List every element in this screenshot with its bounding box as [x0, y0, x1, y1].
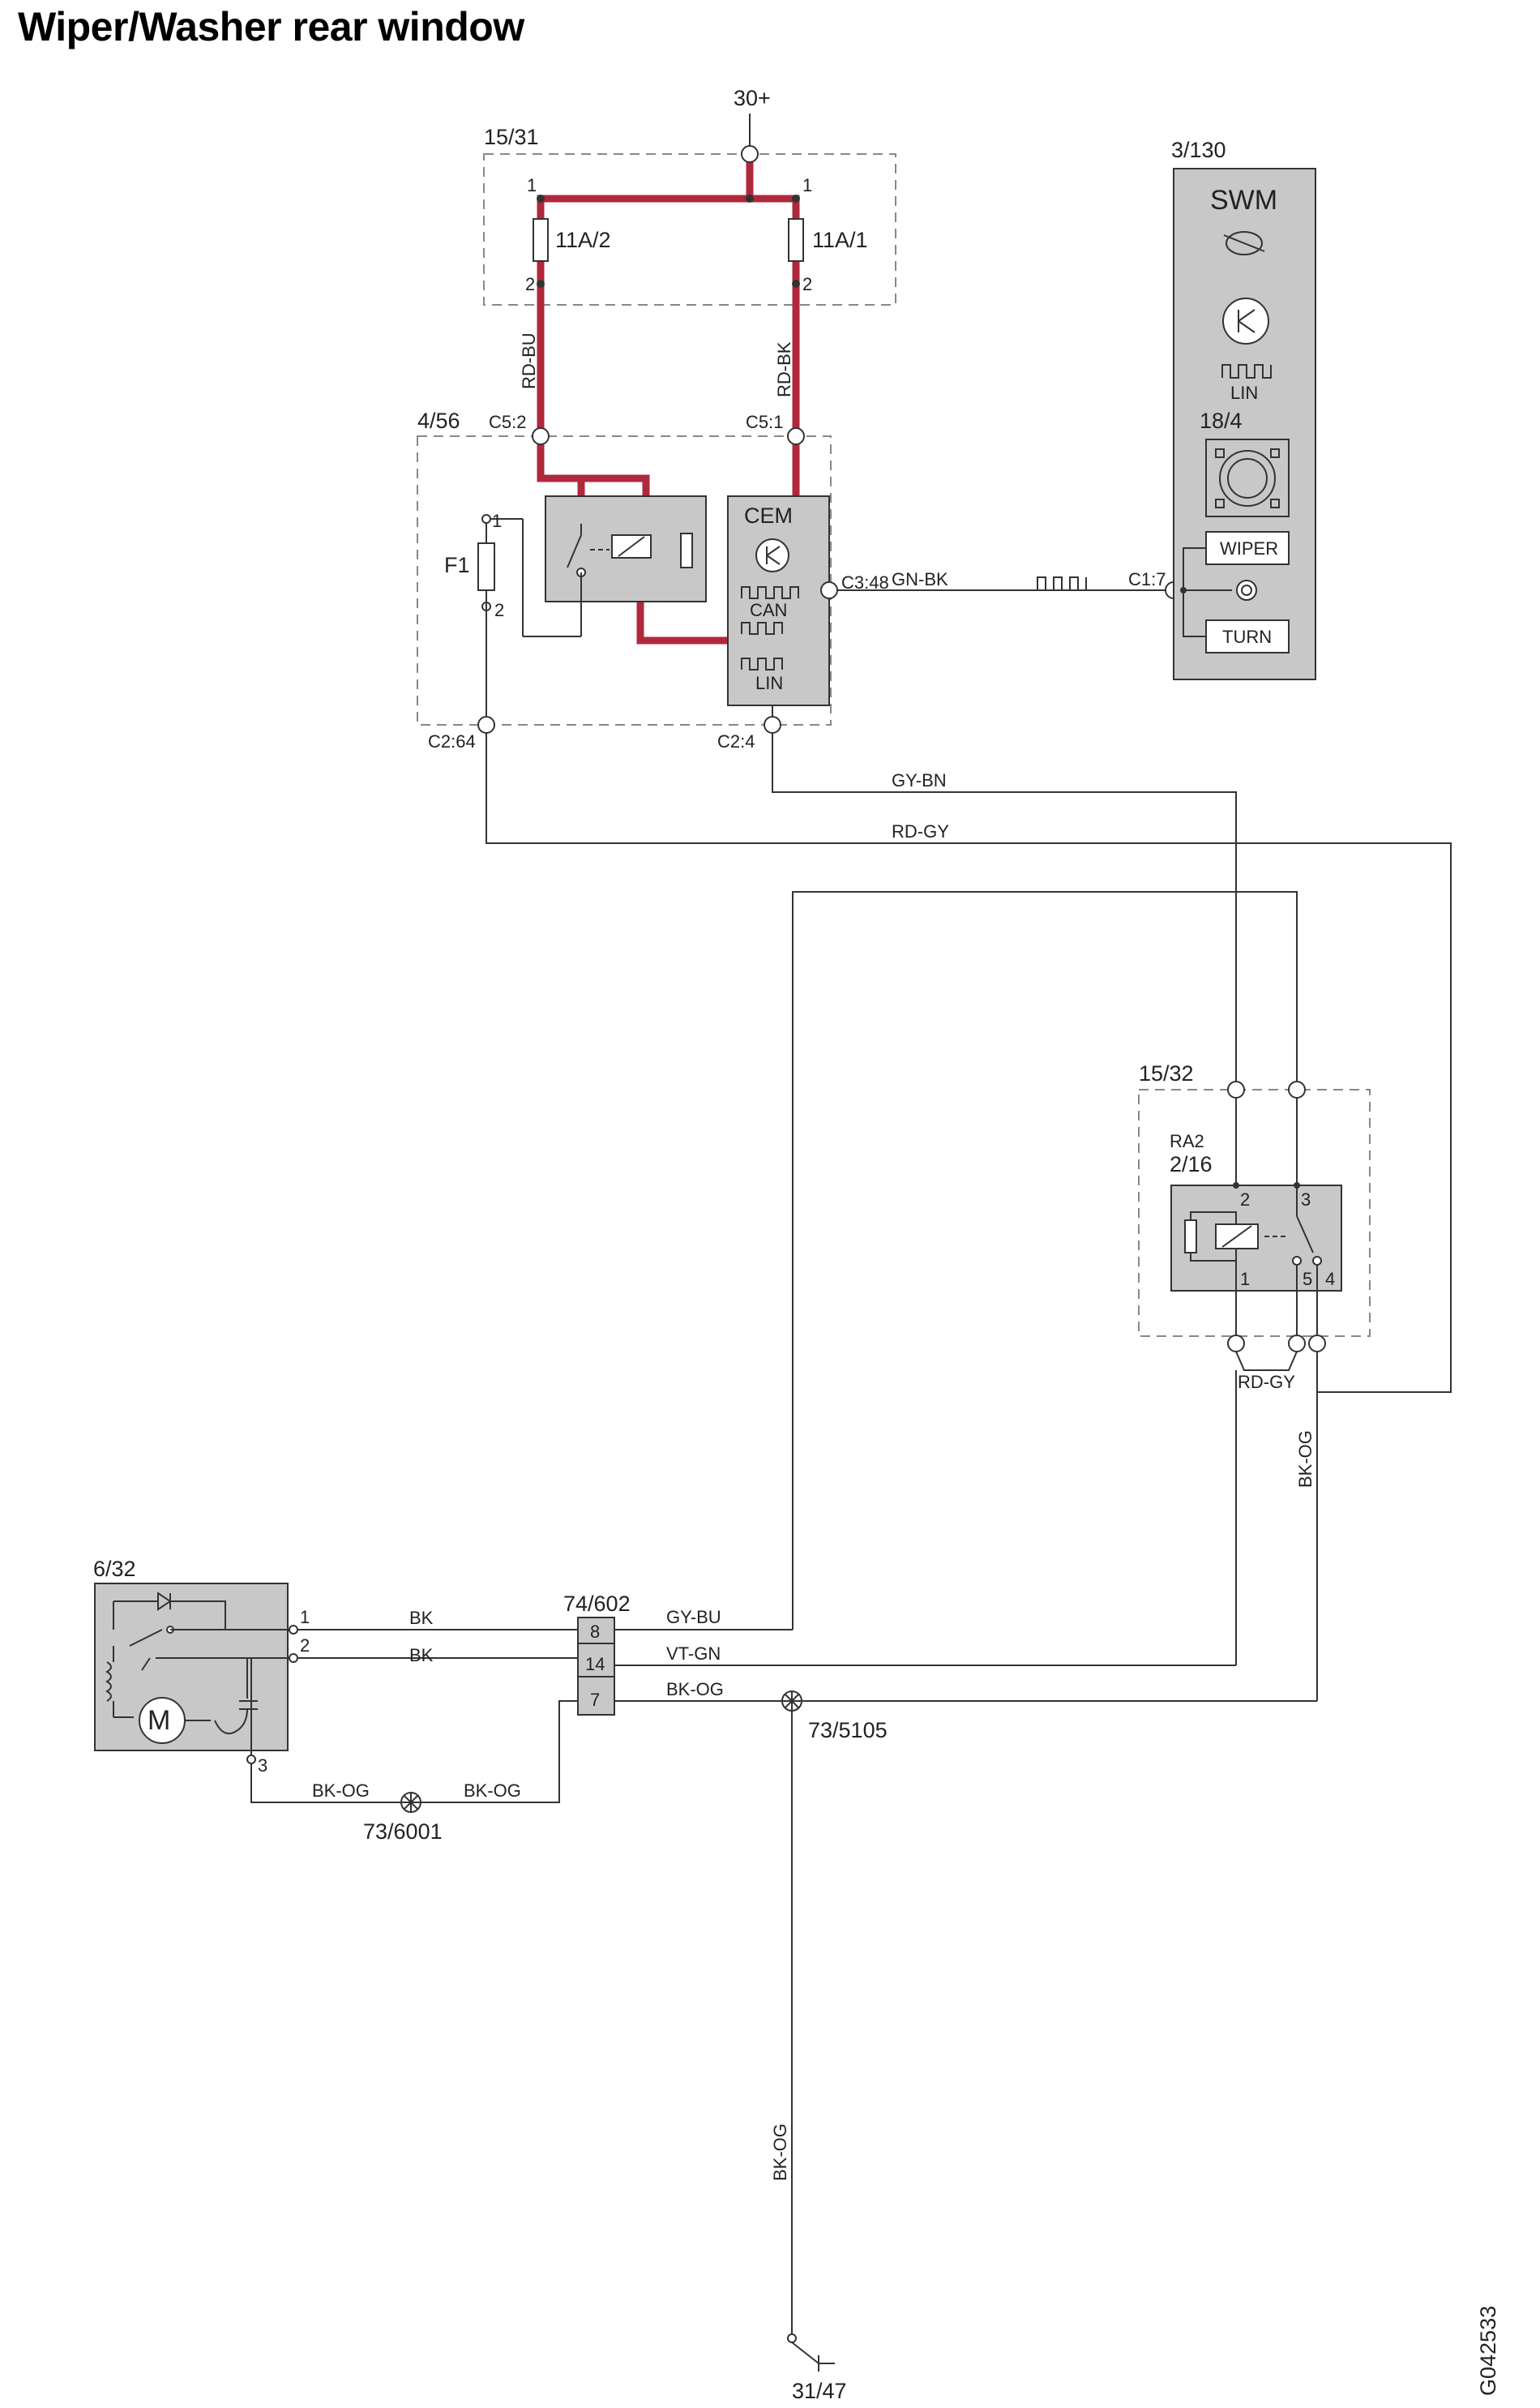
svg-text:3: 3	[1301, 1189, 1311, 1210]
svg-text:1: 1	[492, 511, 502, 531]
relay-box-boundary	[1138, 1089, 1371, 1337]
fuse-11a2	[533, 218, 549, 262]
cem-box-boundary	[417, 435, 832, 726]
motor-id: 6/32	[93, 1557, 136, 1581]
wire-vt-gn: VT-GN	[666, 1643, 721, 1664]
f1-label: F1	[444, 553, 470, 577]
relay-ra-label: RA2	[1170, 1131, 1204, 1151]
svg-text:4: 4	[1325, 1269, 1335, 1289]
relay-box-pin-in1	[1227, 1081, 1245, 1099]
svg-text:2: 2	[300, 1635, 310, 1656]
cem-pin-c264	[477, 716, 495, 734]
wire-gn-bk: GN-BK	[892, 569, 948, 589]
svg-text:LIN: LIN	[755, 673, 783, 693]
wire-bk-1: BK	[409, 1608, 434, 1628]
cem-box-id: 4/56	[417, 409, 460, 433]
wire-bk-og-relay: BK-OG	[1295, 1430, 1315, 1488]
svg-text:8: 8	[590, 1622, 600, 1642]
turn-label: TURN	[1222, 627, 1272, 647]
splice-73-6001	[400, 1792, 421, 1813]
wire-rd-gy: RD-GY	[892, 821, 949, 842]
fuse-b-label: 11A/1	[812, 228, 868, 252]
cem-pin-c52	[532, 427, 550, 445]
svg-text:C2:4: C2:4	[717, 731, 755, 752]
relay-box-pin-1	[1227, 1335, 1245, 1352]
transistor-icon	[755, 538, 789, 572]
swm-module	[1173, 168, 1316, 680]
relay-box-pin-in2	[1288, 1081, 1306, 1099]
svg-text:LIN: LIN	[1230, 383, 1258, 403]
can-signal-icon	[741, 586, 799, 599]
svg-text:C1:7: C1:7	[1128, 569, 1166, 589]
cem-label: CEM	[744, 503, 793, 528]
wire-bk-og-connector: BK-OG	[666, 1679, 724, 1699]
fuse-box-boundary	[483, 153, 896, 306]
svg-text:3: 3	[258, 1755, 267, 1776]
lin-signal-icon-swm	[1221, 364, 1272, 379]
wire-gy-bn: GY-BN	[892, 770, 947, 791]
fuse-11a1	[788, 218, 804, 262]
wire-bk-2: BK	[409, 1645, 434, 1665]
cem-pin-c348	[820, 581, 838, 599]
can-signal-icon-2	[741, 622, 783, 635]
svg-text:C2:64: C2:64	[428, 731, 476, 752]
svg-text:14: 14	[585, 1654, 605, 1674]
page-title: Wiper/Washer rear window	[18, 4, 524, 49]
svg-text:CAN: CAN	[750, 600, 787, 620]
wiper-motor	[94, 1583, 289, 1751]
supply-terminal	[741, 145, 759, 163]
svg-text:C5:2: C5:2	[489, 412, 526, 432]
fuse-box-id: 15/31	[484, 125, 539, 149]
transistor-icon-swm	[1222, 298, 1269, 345]
wire-bk-og-motor: BK-OG	[312, 1780, 370, 1801]
svg-text:2: 2	[1240, 1189, 1250, 1210]
f1-fuse	[477, 542, 495, 591]
cem-pin-c24	[764, 716, 781, 734]
svg-text:1: 1	[1240, 1269, 1250, 1289]
splice1-label: 73/6001	[363, 1819, 443, 1844]
splice2-label: 73/5105	[808, 1718, 888, 1742]
relay-box-pin-5	[1288, 1335, 1306, 1352]
svg-text:2: 2	[494, 600, 504, 620]
ground-label: 31/47	[792, 2379, 847, 2403]
wire-rd-gy-2: RD-GY	[1238, 1372, 1295, 1392]
connector-id: 74/602	[563, 1592, 631, 1616]
splice-73-5105	[781, 1690, 802, 1712]
wiper-label: WIPER	[1220, 538, 1278, 559]
swm-sub-label: 18/4	[1200, 409, 1243, 433]
swm-label: SWM	[1210, 185, 1277, 216]
wire-gy-bu: GY-BU	[666, 1607, 721, 1627]
wire-bk-og-ground: BK-OG	[770, 2123, 790, 2181]
wire-rd-bk: RD-BK	[774, 341, 794, 397]
relay-box-id: 15/32	[1139, 1061, 1194, 1086]
diode-icon	[157, 1592, 172, 1611]
svg-text:2: 2	[802, 274, 812, 294]
svg-text:5: 5	[1303, 1269, 1312, 1289]
swm-box-id: 3/130	[1171, 138, 1226, 162]
wire-bk-og-splice: BK-OG	[464, 1780, 521, 1801]
relay-id-label: 2/16	[1170, 1152, 1213, 1176]
cem-pin-c51	[787, 427, 805, 445]
wiper-icon	[1223, 231, 1265, 255]
drawing-number: G042533	[1476, 2306, 1500, 2396]
svg-text:7: 7	[590, 1690, 600, 1710]
cem-module	[727, 495, 830, 706]
supply-label: 30+	[734, 86, 771, 110]
svg-text:1: 1	[802, 175, 812, 195]
relay-box-pin-4	[1308, 1335, 1326, 1352]
motor-m: M	[148, 1705, 170, 1736]
connector-74-602	[577, 1617, 615, 1716]
svg-text:C3:48: C3:48	[841, 572, 889, 593]
svg-text:1: 1	[527, 175, 537, 195]
wiper-switch[interactable]	[1205, 531, 1290, 565]
lin-pulse-icon	[1037, 576, 1087, 591]
svg-text:2: 2	[525, 274, 535, 294]
svg-text:1: 1	[300, 1607, 310, 1627]
wire-rd-bu: RD-BU	[519, 332, 539, 389]
svg-text:C5:1: C5:1	[746, 412, 783, 432]
lin-signal-icon	[741, 658, 783, 671]
fuse-a-label: 11A/2	[555, 228, 611, 252]
turn-switch[interactable]	[1205, 619, 1290, 653]
